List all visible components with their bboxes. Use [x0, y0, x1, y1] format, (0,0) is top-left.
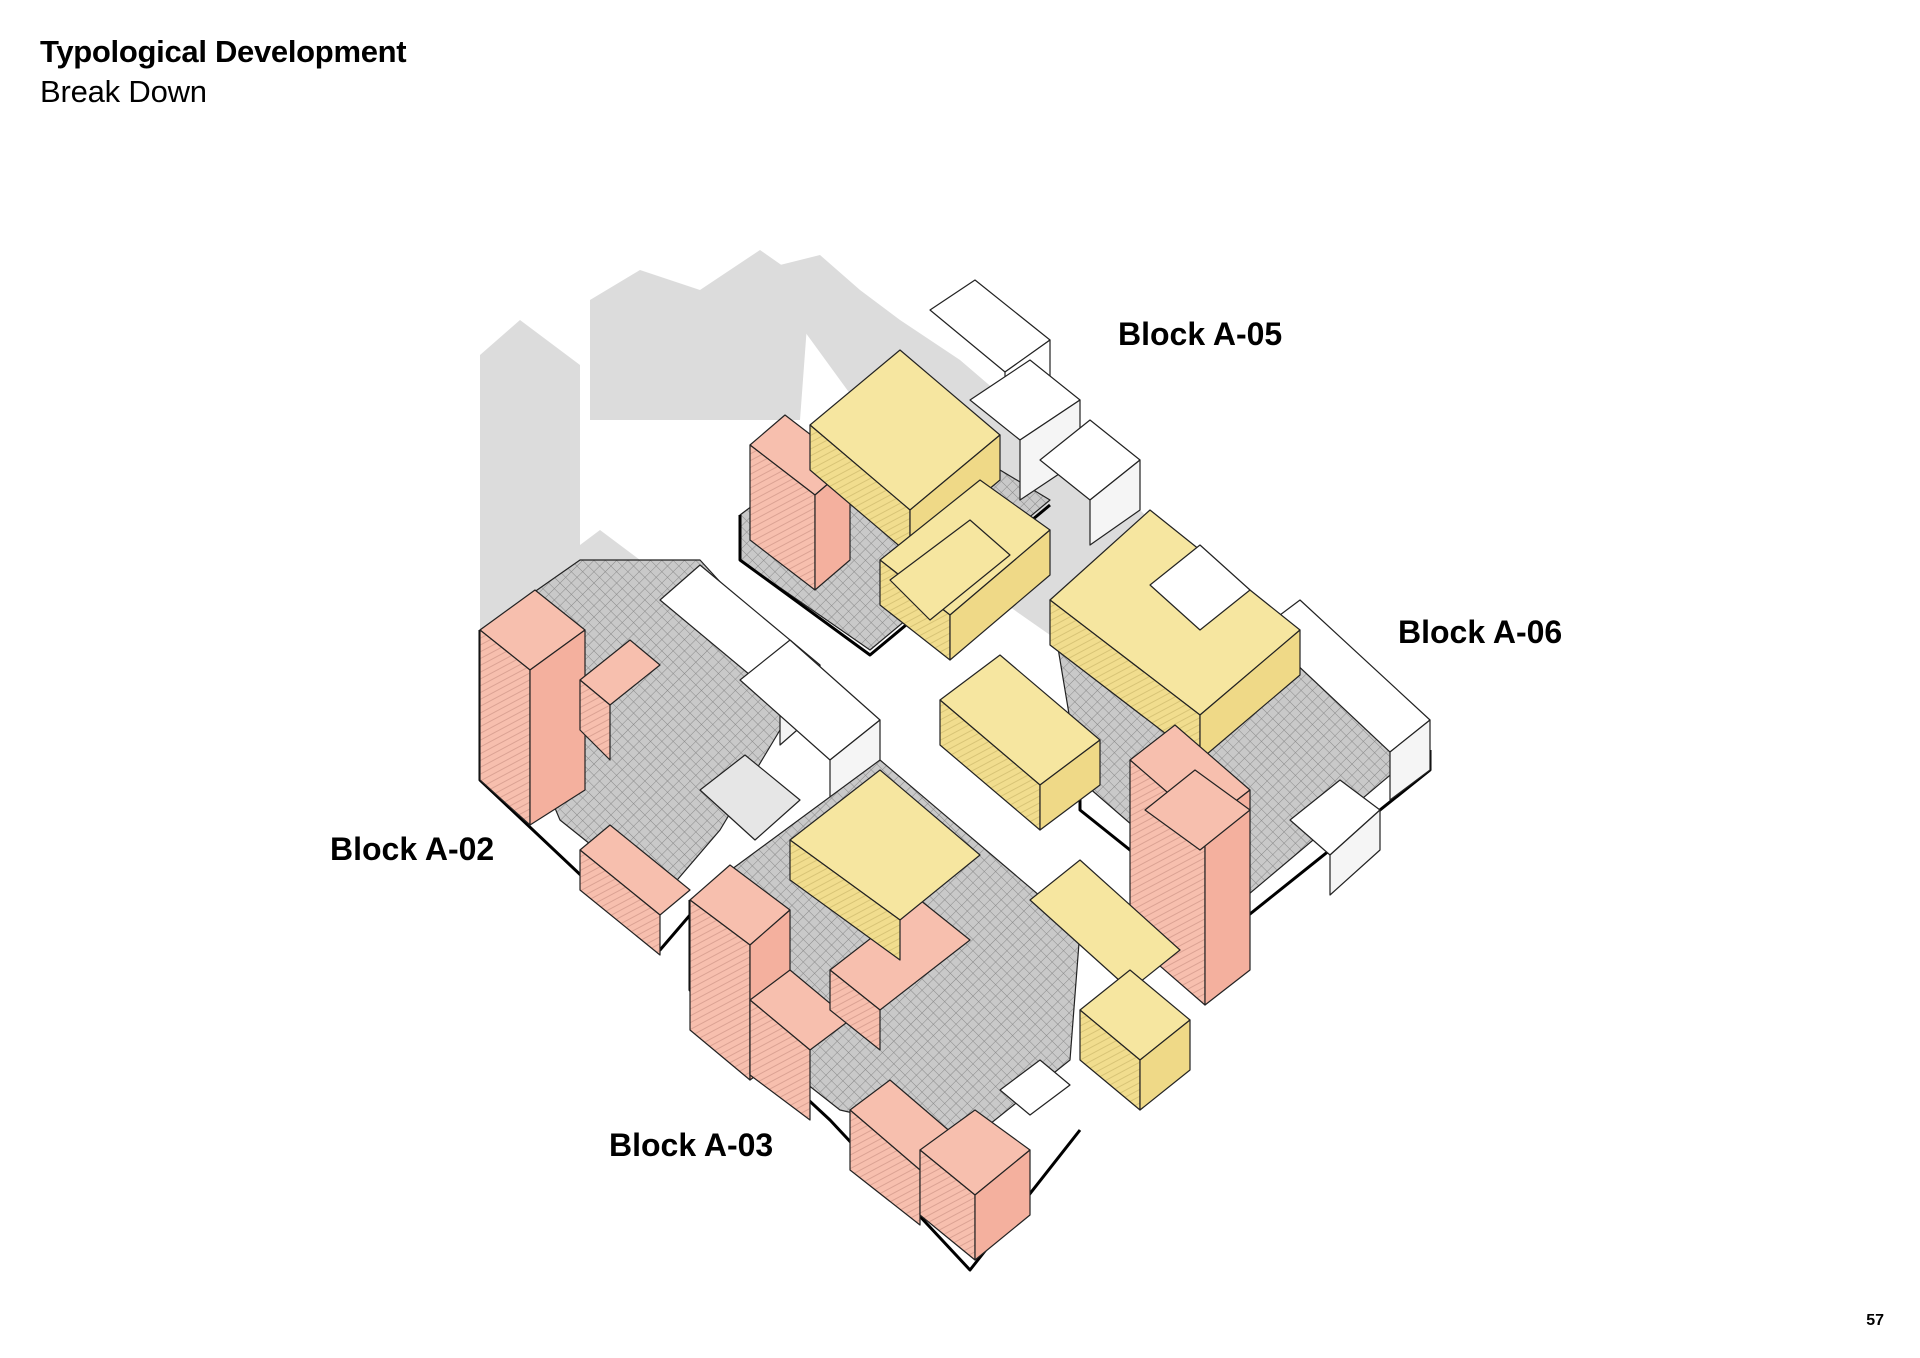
label-block-a05: Block A-05 [1118, 316, 1282, 352]
block-a03-model [688, 759, 1191, 1272]
page-subtitle: Break Down [40, 74, 207, 109]
block-a05-model [738, 279, 1141, 661]
label-block-a03: Block A-03 [609, 1127, 773, 1163]
page-number: 57 [1866, 1312, 1884, 1329]
block-a02-model [478, 559, 881, 956]
label-block-a02: Block A-02 [330, 831, 494, 867]
page-title: Typological Development [40, 34, 407, 69]
label-block-a06: Block A-06 [1398, 614, 1562, 650]
